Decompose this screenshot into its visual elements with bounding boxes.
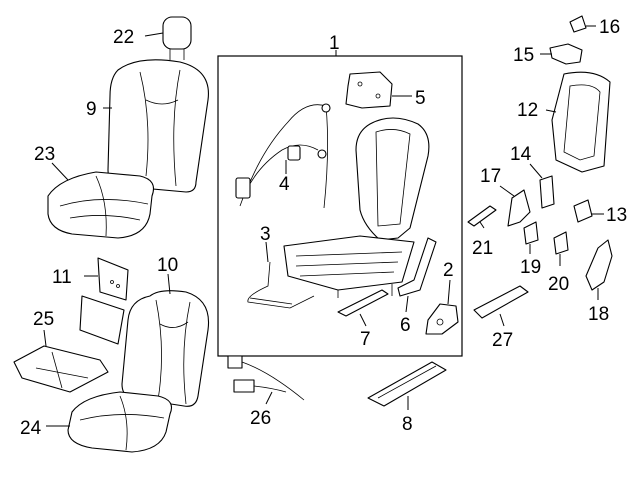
part-1-seat-frame [283, 117, 430, 298]
callout-3: 3 [260, 224, 271, 245]
callout-1: 1 [329, 33, 340, 54]
part-5-bracket [345, 71, 393, 109]
callout-21: 21 [472, 238, 493, 259]
leader-2 [447, 279, 451, 305]
leader-10 [167, 273, 171, 295]
part-27 [473, 285, 529, 319]
callout-19: 19 [520, 257, 541, 278]
callout-18: 18 [588, 304, 609, 325]
callout-25: 25 [33, 309, 54, 330]
part-3-spring [247, 261, 315, 309]
callout-13: 13 [606, 205, 627, 226]
callout-23: 23 [34, 144, 55, 165]
part-24-cushion [67, 391, 173, 453]
part-4-cable [235, 103, 331, 209]
part-9-seatback-cover [107, 59, 209, 193]
callout-22: 22 [113, 27, 134, 48]
callout-6: 6 [400, 315, 411, 336]
part-26-harness [227, 355, 305, 401]
leader-26 [265, 391, 273, 405]
callout-15: 15 [513, 45, 534, 66]
callout-24: 24 [20, 418, 42, 439]
callout-2: 2 [443, 260, 454, 281]
leader-23 [51, 162, 69, 181]
part-19 [523, 221, 539, 245]
part-10-seatback [121, 290, 210, 407]
part-25-pad [13, 295, 125, 393]
part-8-rail [367, 361, 447, 407]
callout-11: 11 [52, 267, 72, 288]
part-16 [569, 15, 587, 33]
part-13 [573, 199, 593, 223]
part-21 [467, 205, 497, 227]
part-14 [539, 175, 555, 209]
callout-17: 17 [480, 166, 501, 187]
part-6-trim [397, 237, 437, 297]
callout-10: 10 [157, 255, 178, 276]
assembly-frame [217, 55, 463, 357]
leader-6 [405, 295, 409, 313]
callout-14: 14 [510, 144, 532, 165]
part-11-panel [97, 257, 129, 301]
part-18 [585, 239, 613, 291]
callout-16: 16 [599, 17, 620, 38]
leader-3 [265, 241, 269, 263]
leader-25 [43, 329, 47, 347]
callout-12: 12 [517, 100, 538, 121]
callout-26: 26 [250, 408, 271, 429]
callout-8: 8 [402, 414, 413, 435]
part-2-motor [425, 303, 459, 335]
part-23-cushion-cover [47, 171, 155, 239]
callout-20: 20 [548, 274, 569, 295]
leader-14 [529, 163, 543, 179]
callout-5: 5 [415, 88, 426, 109]
callout-4: 4 [279, 174, 290, 195]
leader-17 [499, 185, 515, 197]
callout-9: 9 [86, 99, 97, 120]
leader-12 [545, 109, 557, 113]
part-12-back-panel [551, 71, 611, 173]
part-15 [549, 43, 583, 65]
callout-27: 27 [492, 330, 513, 351]
part-17 [507, 189, 531, 227]
leader-7 [359, 313, 367, 327]
leader-22 [144, 32, 164, 37]
leader-21 [479, 221, 485, 229]
part-22-headrest [162, 16, 192, 60]
leader-27 [499, 313, 505, 327]
part-20 [553, 231, 569, 255]
part-7-rod [337, 289, 389, 317]
callout-7: 7 [360, 329, 371, 350]
